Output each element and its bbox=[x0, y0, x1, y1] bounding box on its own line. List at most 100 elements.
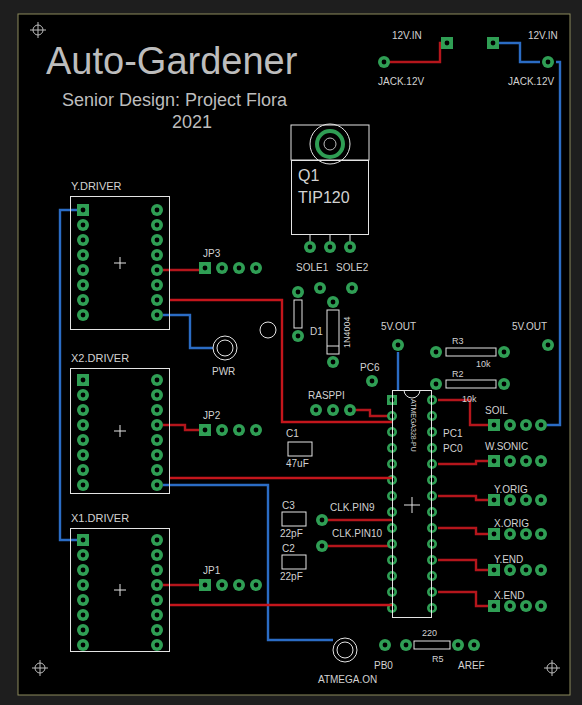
pcb-artwork bbox=[155, 628, 160, 633]
silkscreen-label: PB0 bbox=[374, 660, 393, 672]
solder-pad bbox=[327, 356, 339, 368]
pcb-artwork bbox=[155, 598, 160, 603]
pcb-artwork bbox=[250, 262, 262, 274]
silkscreen-label: 1N4004 bbox=[342, 316, 352, 348]
solder-pad bbox=[151, 639, 163, 651]
solder-pad bbox=[441, 37, 453, 49]
pcb-artwork bbox=[314, 408, 319, 413]
pcb-artwork bbox=[430, 494, 435, 499]
solder-pad bbox=[520, 600, 532, 612]
pcb-artwork bbox=[155, 268, 160, 273]
pcb-artwork bbox=[216, 424, 228, 436]
solder-pad bbox=[151, 419, 163, 431]
silkscreen-label: AREF bbox=[458, 660, 485, 672]
pcb-artwork bbox=[324, 138, 336, 150]
pcb-artwork bbox=[492, 568, 497, 573]
pcb-artwork bbox=[502, 382, 507, 387]
pcb-artwork bbox=[237, 266, 242, 271]
pcb-artwork bbox=[504, 455, 516, 467]
pcb-artwork bbox=[250, 579, 262, 591]
pcb-artwork bbox=[216, 579, 228, 591]
solder-pad bbox=[316, 540, 328, 552]
pcb-artwork bbox=[488, 528, 500, 540]
pcb-artwork bbox=[524, 459, 529, 464]
solder-pad bbox=[77, 219, 89, 231]
pcb-artwork bbox=[77, 374, 89, 386]
solder-pad bbox=[250, 262, 262, 274]
solder-pad bbox=[427, 523, 437, 533]
pcb-artwork bbox=[314, 282, 326, 294]
pcb-artwork bbox=[430, 346, 442, 358]
pcb-artwork bbox=[310, 124, 350, 164]
solder-pad bbox=[427, 539, 437, 549]
silkscreen-label: PWR bbox=[212, 366, 235, 378]
solder-pad bbox=[488, 528, 500, 540]
pcb-artwork bbox=[77, 219, 89, 231]
pcb-artwork bbox=[430, 398, 435, 403]
solder-pad bbox=[504, 528, 516, 540]
pcb-artwork bbox=[441, 37, 453, 49]
pcb-artwork bbox=[508, 568, 513, 573]
solder-pad bbox=[498, 346, 510, 358]
footprint-name: Y.DRIVER bbox=[71, 180, 122, 193]
pcb-artwork bbox=[379, 639, 391, 651]
solder-pad bbox=[304, 241, 316, 253]
silkscreen-label: Y.END bbox=[494, 554, 523, 566]
solder-pad bbox=[427, 443, 437, 453]
pcb-artwork bbox=[151, 309, 163, 321]
pcb-artwork bbox=[446, 348, 496, 356]
pcb-artwork bbox=[77, 434, 89, 446]
pcb-artwork bbox=[524, 532, 529, 537]
solder-pad bbox=[488, 564, 500, 576]
pcb-artwork bbox=[430, 478, 435, 483]
pcb-artwork bbox=[446, 380, 496, 388]
solder-pad bbox=[292, 330, 304, 342]
solder-pad bbox=[151, 434, 163, 446]
solder-pad bbox=[520, 528, 532, 540]
solder-pad bbox=[77, 549, 89, 561]
transistor-package: Q1TIP120 bbox=[291, 160, 369, 235]
solder-pad bbox=[77, 204, 89, 216]
pcb-artwork bbox=[250, 424, 262, 436]
pcb-artwork bbox=[151, 449, 163, 461]
pcb-artwork bbox=[430, 378, 442, 390]
solder-pad bbox=[327, 404, 339, 416]
pcb-artwork bbox=[492, 604, 497, 609]
pcb-artwork bbox=[356, 410, 392, 416]
copper-trace bbox=[170, 604, 392, 606]
driver-footprint: X2.DRIVER bbox=[70, 368, 170, 494]
pcb-artwork bbox=[331, 300, 336, 305]
potentiometer bbox=[310, 124, 350, 164]
solder-pad bbox=[77, 249, 89, 261]
pcb-artwork bbox=[163, 315, 213, 348]
pcb-artwork bbox=[434, 350, 439, 355]
pcb-artwork bbox=[254, 583, 259, 588]
pcb-artwork bbox=[304, 241, 316, 253]
silkscreen-label: SOLE1 bbox=[296, 262, 328, 274]
silkscreen-label: SOIL bbox=[485, 405, 508, 417]
pcb-artwork bbox=[81, 438, 86, 443]
solder-pad bbox=[151, 594, 163, 606]
pcb-artwork bbox=[120, 257, 121, 269]
pcb-artwork bbox=[430, 590, 435, 595]
pcb-artwork bbox=[151, 534, 163, 546]
solder-pad bbox=[427, 475, 437, 485]
driver-footprint: Y.DRIVER bbox=[70, 196, 170, 330]
pcb-artwork bbox=[491, 41, 496, 46]
pcb-artwork bbox=[504, 600, 516, 612]
pcb-artwork bbox=[492, 423, 497, 428]
solder-pad bbox=[535, 600, 547, 612]
pcb-artwork bbox=[292, 330, 304, 342]
footprint-name: X1.DRIVER bbox=[71, 512, 129, 525]
pcb-artwork bbox=[81, 538, 86, 543]
pcb-artwork bbox=[328, 545, 392, 547]
silkscreen-label: X.ORIG bbox=[494, 518, 529, 530]
pcb-artwork bbox=[155, 223, 160, 228]
solder-pad bbox=[151, 579, 163, 591]
pcb-artwork bbox=[430, 462, 435, 467]
pcb-artwork bbox=[155, 583, 160, 588]
pcb-artwork bbox=[151, 294, 163, 306]
pcb-artwork bbox=[310, 404, 322, 416]
pcb-artwork bbox=[77, 264, 89, 276]
